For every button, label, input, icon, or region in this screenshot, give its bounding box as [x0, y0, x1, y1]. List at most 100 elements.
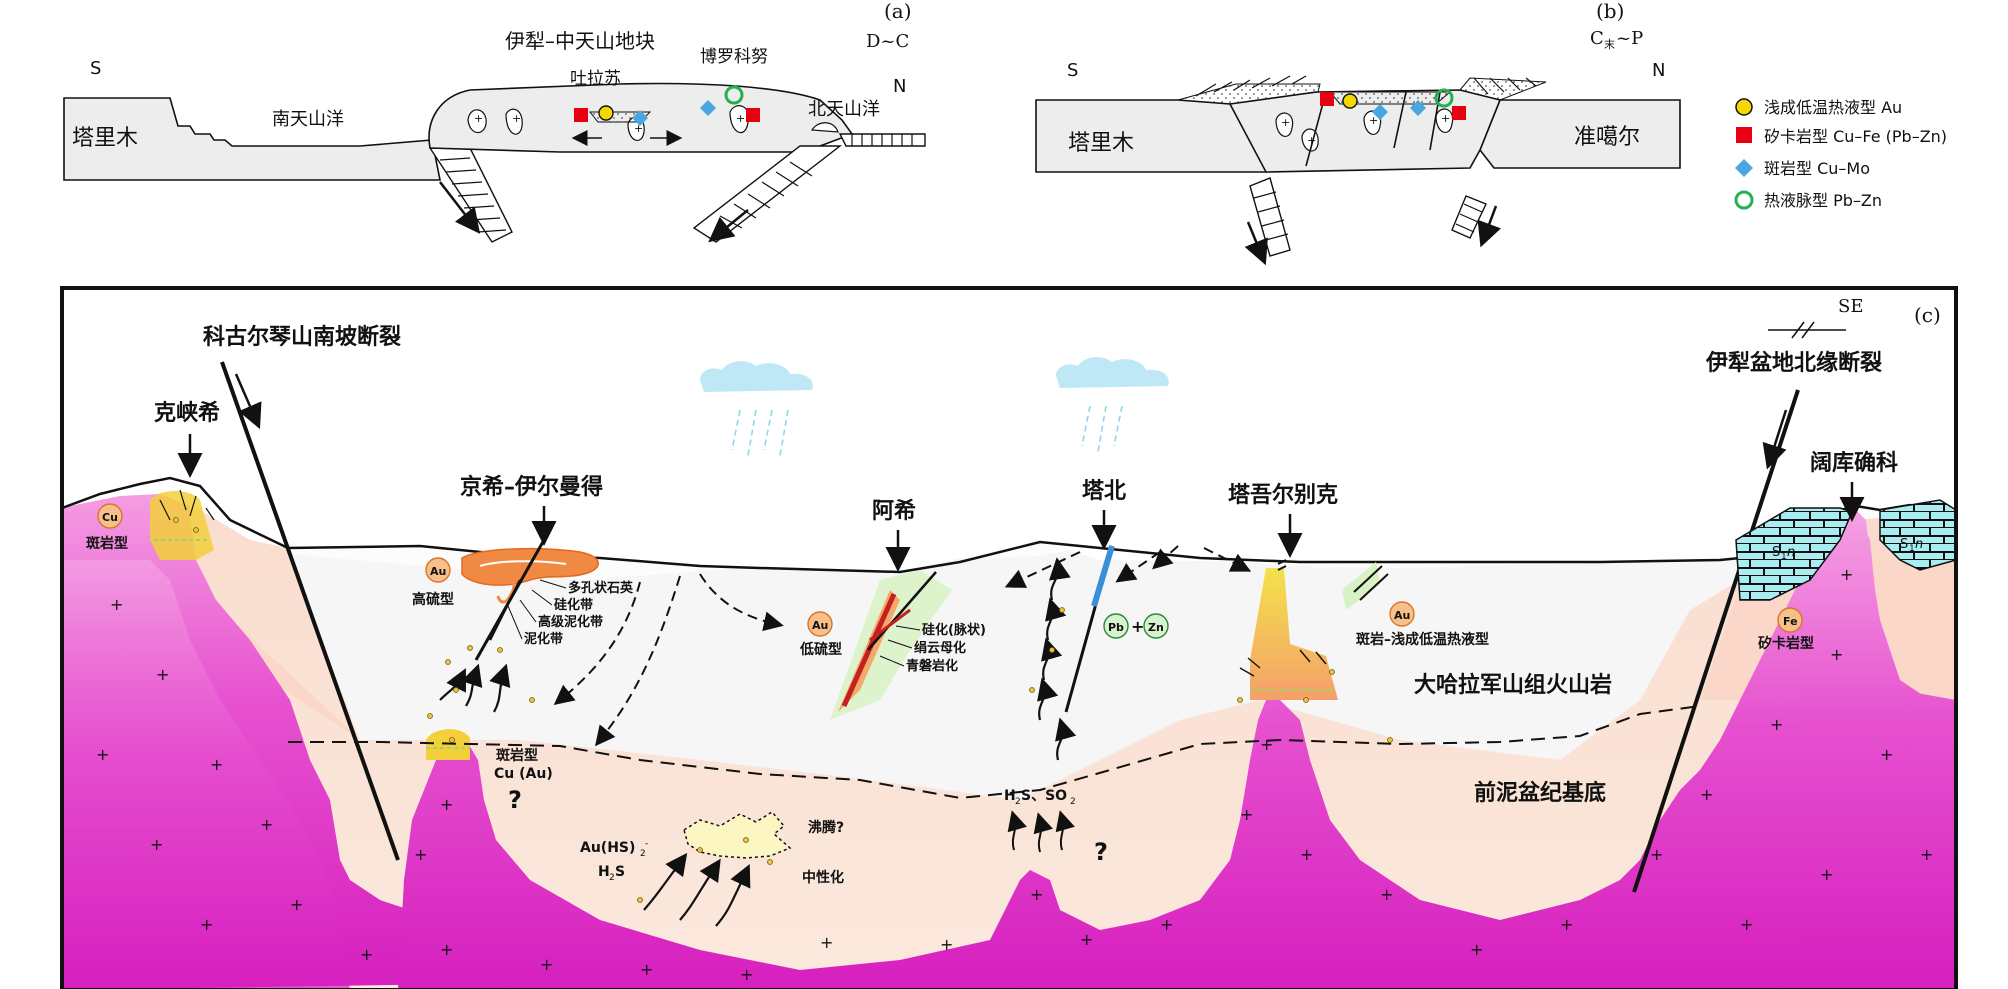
legend-green-ring-icon — [1734, 190, 1754, 210]
sn-label-right: S — [1900, 537, 1908, 552]
question-mark-2: ? — [1094, 838, 1108, 866]
svg-text:2: 2 — [1015, 797, 1021, 807]
skarn-type-label: 矽卡岩型 — [1758, 635, 1814, 652]
question-mark-1: ? — [508, 786, 522, 814]
legend-red-square-icon — [1736, 127, 1752, 143]
fault-right — [1632, 389, 1800, 893]
se-label: SE — [1838, 296, 1863, 317]
north-plate-hatch — [851, 134, 913, 146]
accretion-wedge-a — [810, 122, 839, 133]
au-badge-low-s — [807, 611, 833, 637]
sediment-wedge-right — [1459, 77, 1547, 101]
zn-badge-text: Zn — [1148, 621, 1164, 634]
svg-text:+: + — [1740, 915, 1753, 934]
legend-label-2: 斑岩型 Cu–Mo — [1764, 159, 1870, 178]
skarn-symbol-b2 — [1452, 106, 1466, 120]
cloud-right — [1056, 357, 1169, 388]
neutral-label: 中性化 — [802, 869, 844, 886]
h2s-label: H — [598, 864, 610, 880]
fault-left-arrow — [234, 373, 262, 430]
svg-text:+: + — [634, 122, 643, 135]
panel-c-frame — [60, 286, 1958, 989]
porphyry-epi-label: 斑岩–浅成低温热液型 — [1356, 631, 1489, 648]
svg-text:+: + — [740, 965, 753, 984]
svg-text:1: 1 — [1909, 544, 1915, 554]
basement-label: 前泥盆纪基底 — [1474, 780, 1606, 806]
block-label: 伊犁–中天山地块 — [505, 29, 655, 53]
skarn-symbol-a1 — [574, 108, 588, 122]
tarim-block-a — [63, 97, 441, 181]
svg-text:2: 2 — [609, 873, 615, 883]
porphyry-cu-au-cap — [426, 729, 470, 760]
svg-text:+: + — [1307, 134, 1316, 147]
porphyry-symbol-b2 — [1410, 100, 1426, 116]
svg-text:+: + — [1160, 915, 1173, 934]
fluid-arrows-tabei — [1037, 557, 1077, 761]
slab-right-b — [1451, 195, 1487, 239]
subduction-arrow-left-b — [1244, 221, 1268, 266]
gas-label: H — [1004, 788, 1016, 804]
panel-a-age: D~C — [866, 31, 909, 52]
fe-badge — [1777, 607, 1803, 633]
kexiaxi-label: 克峡希 — [154, 400, 220, 426]
rain-right — [1081, 405, 1123, 453]
epithermal-veins-right — [1353, 565, 1389, 601]
porphyry-symbol-a1 — [632, 110, 648, 126]
rain-left — [731, 409, 789, 457]
sn-label-left: S — [1772, 545, 1780, 560]
svg-text:+: + — [210, 755, 223, 774]
panel-a: (a) D~C S N 塔里木 南天山洋 伊犁–中天山地块 吐拉苏 博罗科努 北… — [63, 0, 926, 243]
wedge-faults-b — [1195, 75, 1537, 97]
cu-badge-text: Cu — [102, 511, 118, 524]
boiling-label: 沸腾? — [808, 819, 844, 836]
jingxi-leaders — [507, 579, 567, 640]
svg-text:+: + — [290, 895, 303, 914]
panel-b-label: (b) — [1596, 0, 1624, 23]
tawuerbieke-label: 塔吾尔别克 — [1228, 482, 1338, 508]
tabei-vein — [1091, 545, 1115, 607]
svg-text:+: + — [640, 960, 653, 979]
fluid-arrows-boiling — [643, 852, 751, 927]
panel-b: (b) C 末 ~P S N 塔里木 准噶尔 ++++ — [1035, 0, 1681, 266]
veins-left — [159, 489, 215, 521]
svg-text:+: + — [1770, 715, 1783, 734]
subduction-arrow-right-a — [708, 209, 749, 243]
svg-text:+: + — [1369, 114, 1378, 127]
porphyry-symbol-b1 — [1372, 104, 1388, 120]
au-badge-text-3: Au — [1394, 609, 1410, 622]
fe-badge-text: Fe — [1783, 615, 1798, 628]
tabei-label: 塔北 — [1082, 479, 1126, 504]
axi-leaders — [879, 625, 921, 667]
low-s-label: 低硫型 — [799, 641, 842, 658]
svg-text:+: + — [414, 845, 427, 864]
granite-crosses-a: ++++ — [474, 112, 745, 135]
legend-yellow-circle-icon — [1735, 98, 1753, 116]
boiling-zone — [683, 811, 792, 859]
svg-text:+: + — [360, 945, 373, 964]
propylitic-label: 青磐岩化 — [906, 658, 958, 674]
limestone-right — [1879, 499, 1957, 571]
svg-text:+: + — [1650, 845, 1663, 864]
svg-text:n: n — [1915, 537, 1923, 552]
panel-a-label: (a) — [884, 0, 912, 23]
fault-right-arrow — [1762, 409, 1788, 470]
panel-c: ++++ ++++ ++++ ++++ ++++ ++++ ++++ ++++ … — [60, 286, 1958, 989]
sediment-lens-center — [1328, 91, 1452, 105]
silic-vein-label: 硅化(脉状) — [922, 622, 986, 638]
adv-argillic-label: 高级泥化带 — [538, 614, 603, 630]
cloud-left — [700, 361, 813, 392]
vein-pbzn-symbol-a — [724, 85, 744, 105]
au-badge-text-2: Au — [812, 619, 828, 632]
svg-text:+: + — [1030, 885, 1043, 904]
tulasu-label: 吐拉苏 — [570, 69, 621, 89]
silicified-vein-branch — [869, 608, 911, 642]
legend-label-0: 浅成低温热液型 Au — [1764, 98, 1902, 117]
svg-text:+: + — [1920, 845, 1933, 864]
se-dip-ticks — [1791, 321, 1815, 339]
limestone-left — [1735, 507, 1854, 601]
svg-text:+: + — [540, 955, 553, 974]
svg-text:+: + — [736, 112, 745, 125]
panel-b-age-sub: 末 — [1604, 37, 1615, 51]
svg-text:2: 2 — [640, 849, 646, 859]
tarim-label-b: 塔里木 — [1068, 131, 1134, 156]
